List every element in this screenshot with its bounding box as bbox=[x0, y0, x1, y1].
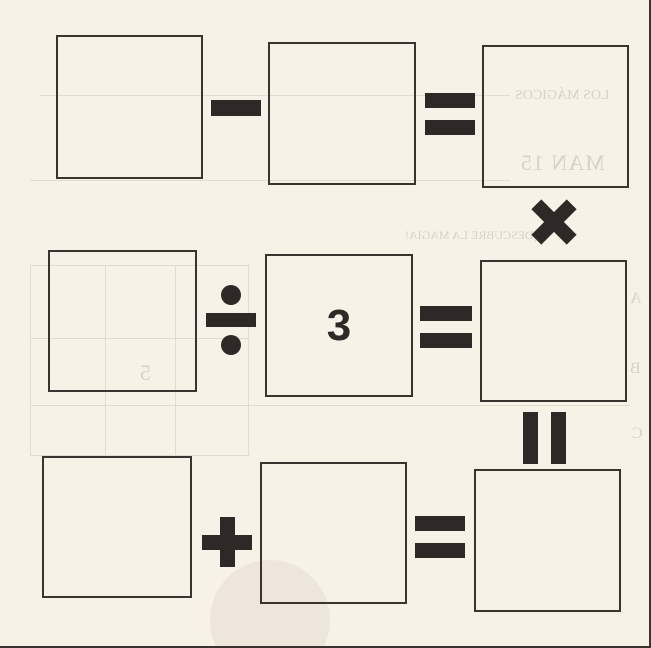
equals-icon bbox=[420, 306, 472, 350]
ghost-letter-c: C bbox=[632, 425, 643, 443]
ghost-letter-a: A bbox=[630, 290, 642, 308]
answer-box-a1[interactable] bbox=[56, 35, 203, 179]
equals-icon bbox=[415, 516, 465, 560]
ghost-table-line bbox=[30, 265, 31, 455]
ghost-letter-b: B bbox=[630, 360, 641, 378]
answer-box-c2[interactable] bbox=[260, 462, 407, 604]
plus-icon bbox=[202, 517, 252, 567]
minus-icon bbox=[211, 100, 261, 122]
divide-icon bbox=[206, 285, 256, 355]
ghost-bubble-text: ¡DESCUBRE LA MAGIA! bbox=[405, 228, 538, 242]
given-number: 3 bbox=[327, 301, 351, 351]
answer-box-b3[interactable] bbox=[480, 260, 627, 402]
equals-vertical-icon bbox=[523, 412, 569, 464]
answer-box-b1[interactable] bbox=[48, 250, 197, 392]
answer-box-a3[interactable] bbox=[482, 45, 629, 188]
times-icon bbox=[532, 200, 576, 244]
answer-box-b2[interactable]: 3 bbox=[265, 254, 413, 397]
answer-box-c1[interactable] bbox=[42, 456, 192, 598]
ghost-table-line bbox=[30, 405, 630, 406]
answer-box-a2[interactable] bbox=[268, 42, 416, 185]
answer-box-c3[interactable] bbox=[474, 469, 621, 612]
equals-icon bbox=[425, 93, 475, 137]
